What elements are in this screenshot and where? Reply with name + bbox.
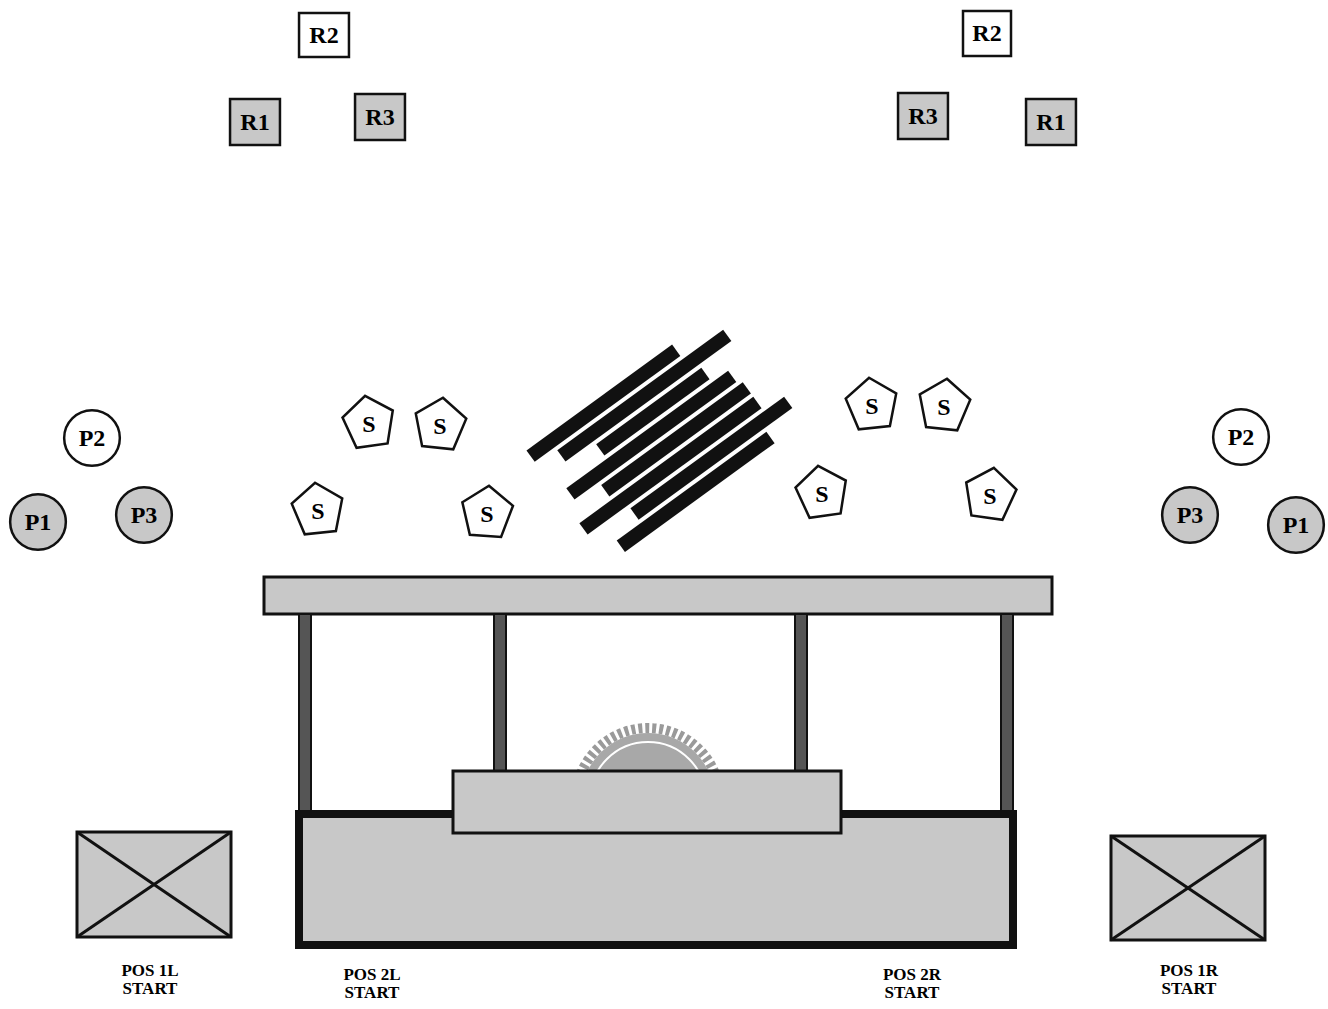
node-label: P1 (1283, 513, 1310, 537)
node-label: R3 (908, 104, 937, 128)
node-label: P1 (25, 510, 52, 534)
node-label: R2 (972, 21, 1001, 45)
station-pentagon: S (291, 481, 345, 535)
node-label: P3 (131, 503, 158, 527)
start-box (77, 832, 231, 937)
role-box: R3 (897, 92, 949, 140)
position-label: POS 2L START (326, 966, 418, 1002)
station-pentagon: S (460, 484, 514, 538)
node-label: S (865, 394, 878, 418)
start-box (1111, 836, 1265, 940)
position-label: POS 1L START (104, 962, 196, 998)
role-box: R1 (1025, 98, 1077, 146)
station-pentagon: S (845, 376, 899, 430)
player-circle: P2 (1212, 408, 1270, 466)
player-circle: P3 (1161, 486, 1219, 544)
role-box: R1 (229, 98, 281, 146)
role-box: R3 (354, 93, 406, 141)
saw-housing (453, 771, 841, 833)
station-pentagon: S (342, 394, 396, 448)
station-pentagon: S (917, 377, 971, 431)
station-pentagon: S (795, 464, 849, 518)
node-label: S (362, 412, 375, 436)
node-label: S (480, 502, 493, 526)
station-pentagon: S (963, 466, 1017, 520)
node-label: R2 (309, 23, 338, 47)
node-label: S (815, 482, 828, 506)
player-circle: P3 (115, 486, 173, 544)
node-label: P3 (1177, 503, 1204, 527)
table-top (264, 577, 1052, 614)
board-stack (526, 309, 802, 563)
station-pentagon: S (413, 396, 467, 450)
role-box: R2 (298, 12, 350, 58)
node-label: R1 (240, 110, 269, 134)
node-label: P2 (1228, 425, 1255, 449)
node-label: S (433, 414, 446, 438)
position-label: POS 2R START (866, 966, 958, 1002)
node-label: P2 (79, 426, 106, 450)
position-label: POS 1R START (1143, 962, 1235, 998)
player-circle: P1 (9, 493, 67, 551)
role-box: R2 (962, 10, 1012, 57)
player-circle: P2 (63, 409, 121, 467)
node-label: S (311, 499, 324, 523)
player-circle: P1 (1267, 496, 1325, 554)
node-label: S (937, 395, 950, 419)
node-label: R3 (365, 105, 394, 129)
node-label: S (983, 484, 996, 508)
node-label: R1 (1036, 110, 1065, 134)
